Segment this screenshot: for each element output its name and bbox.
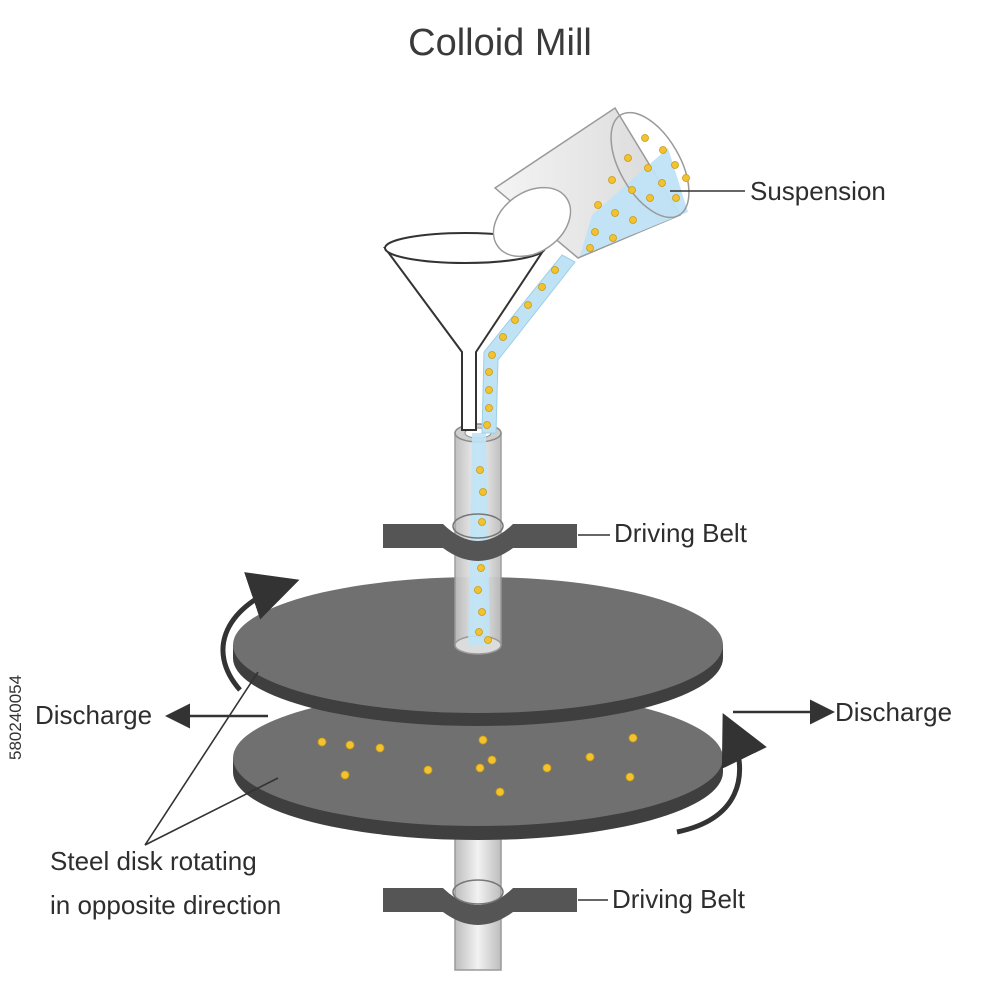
rotation-arrow-top	[220, 572, 300, 692]
diagram-title: Colloid Mill	[408, 22, 592, 64]
label-discharge-left: Discharge	[35, 700, 153, 730]
liquid-stream	[468, 433, 490, 645]
lower-steel-disk	[233, 690, 723, 840]
label-steel-disk-line1: Steel disk rotating	[50, 846, 257, 876]
pouring-cup	[492, 106, 690, 259]
label-suspension: Suspension	[750, 176, 886, 206]
bottom-driving-belt	[383, 879, 577, 925]
particles-stream	[474, 266, 559, 644]
rotation-arrow-bottom	[676, 712, 767, 835]
label-driving-belt-top: Driving Belt	[614, 518, 747, 548]
pour-stream	[481, 254, 576, 434]
particles-cup	[586, 134, 690, 252]
bottom-shaft	[454, 819, 502, 971]
particles-lower-disk	[317, 733, 638, 797]
leader-lines	[144, 190, 745, 901]
top-driving-belt	[383, 513, 577, 561]
label-driving-belt-bottom: Driving Belt	[612, 884, 745, 914]
label-steel-disk-line2: in opposite direction	[50, 890, 282, 920]
stock-id-watermark: 580240054	[6, 674, 25, 760]
label-discharge-right: Discharge	[835, 697, 953, 727]
